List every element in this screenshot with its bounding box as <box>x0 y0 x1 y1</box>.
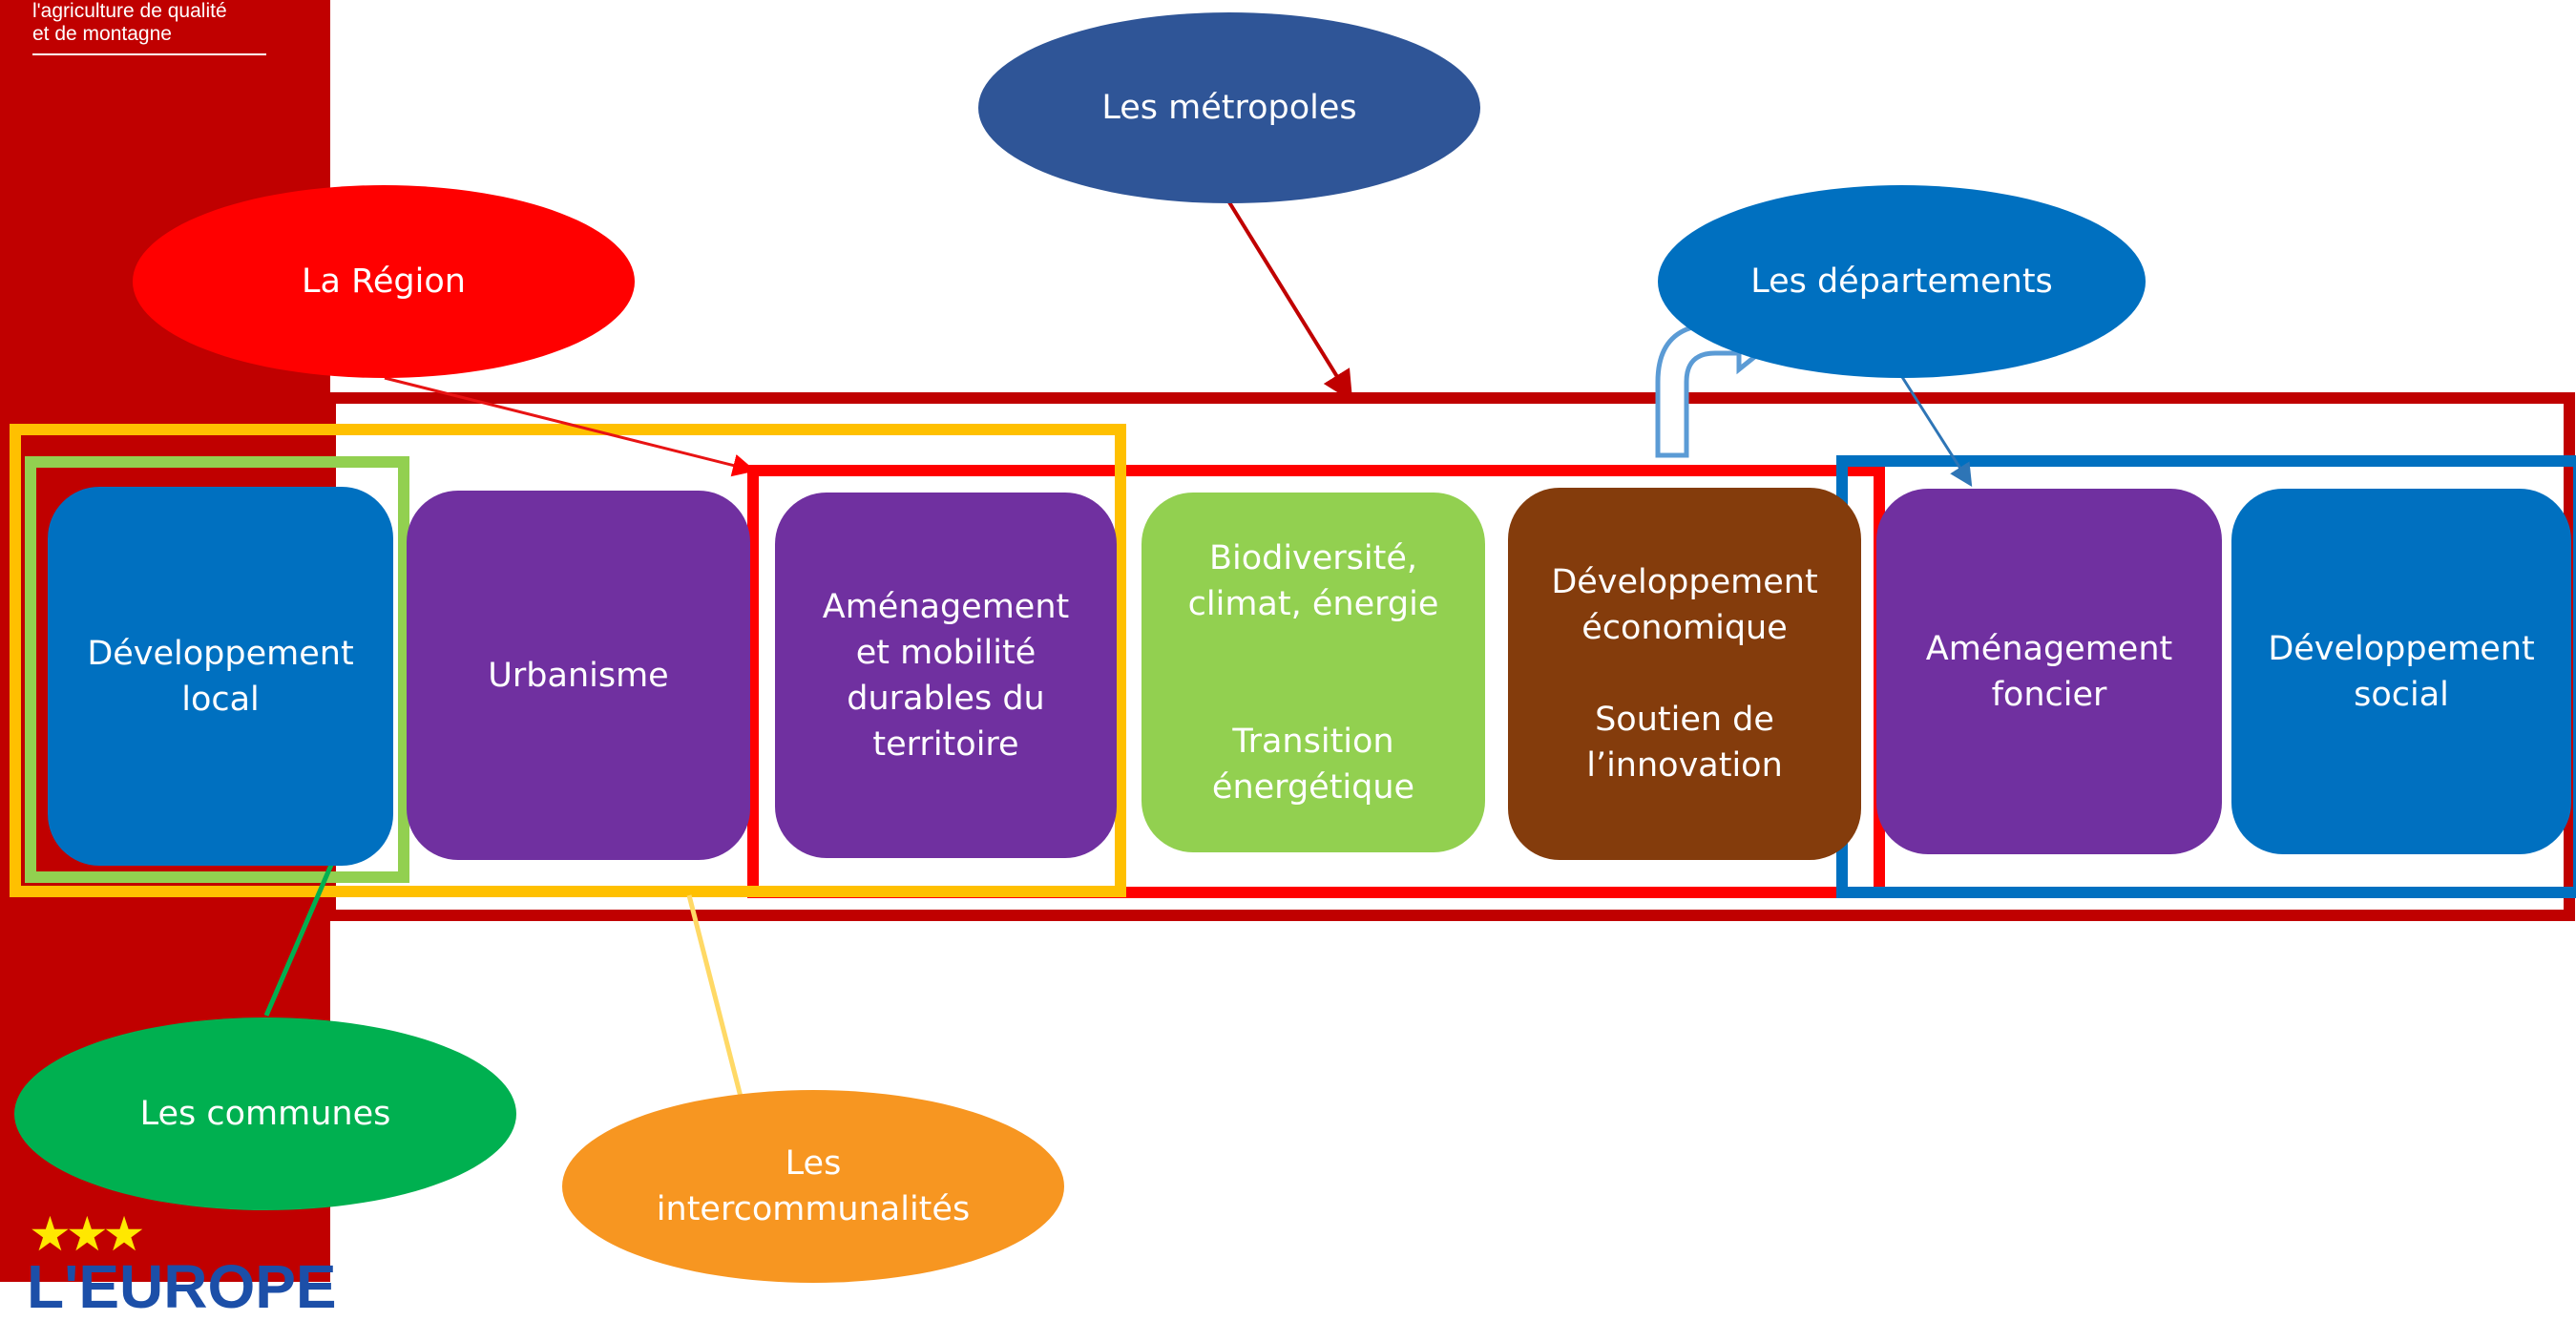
actor-region: La Région <box>133 185 635 378</box>
competence-biodiversite-climat: Biodiversité, climat, énergie Transition… <box>1141 493 1485 852</box>
departements-arrow <box>1900 376 1973 488</box>
sidebar-divider <box>32 53 266 55</box>
metropoles-arrow <box>1227 200 1353 402</box>
intercommunalites-connector <box>686 894 743 1098</box>
competence-urbanisme: Urbanisme <box>407 491 750 860</box>
actor-departements: Les départements <box>1658 185 2146 378</box>
intercommunalites-frame <box>10 424 1126 897</box>
competence-developpement-economique: Développement économique Soutien de l’in… <box>1508 488 1861 860</box>
competence-developpement-social: Développement social <box>2231 489 2571 854</box>
communes-frame <box>25 456 409 883</box>
actor-intercommunalites: Les intercommunalités <box>562 1090 1064 1283</box>
region-arrow <box>384 376 756 477</box>
sidebar-caption-line1: l'agriculture de qualité <box>32 0 227 22</box>
sidebar-caption-line2: et de montagne <box>32 23 172 45</box>
actor-metropoles: Les métropoles <box>978 12 1480 203</box>
sidebar-caption: l'agriculture de qualité et de montagne <box>32 0 227 46</box>
competence-amenagement-foncier: Aménagement foncier <box>1876 489 2222 854</box>
competence-developpement-local: Développement local <box>48 487 393 866</box>
actor-communes: Les communes <box>14 1017 516 1210</box>
europe-stars-icon: ★★★ <box>29 1207 146 1261</box>
competence-amenagement-mobilite: Aménagement et mobilité durables du terr… <box>775 493 1117 858</box>
